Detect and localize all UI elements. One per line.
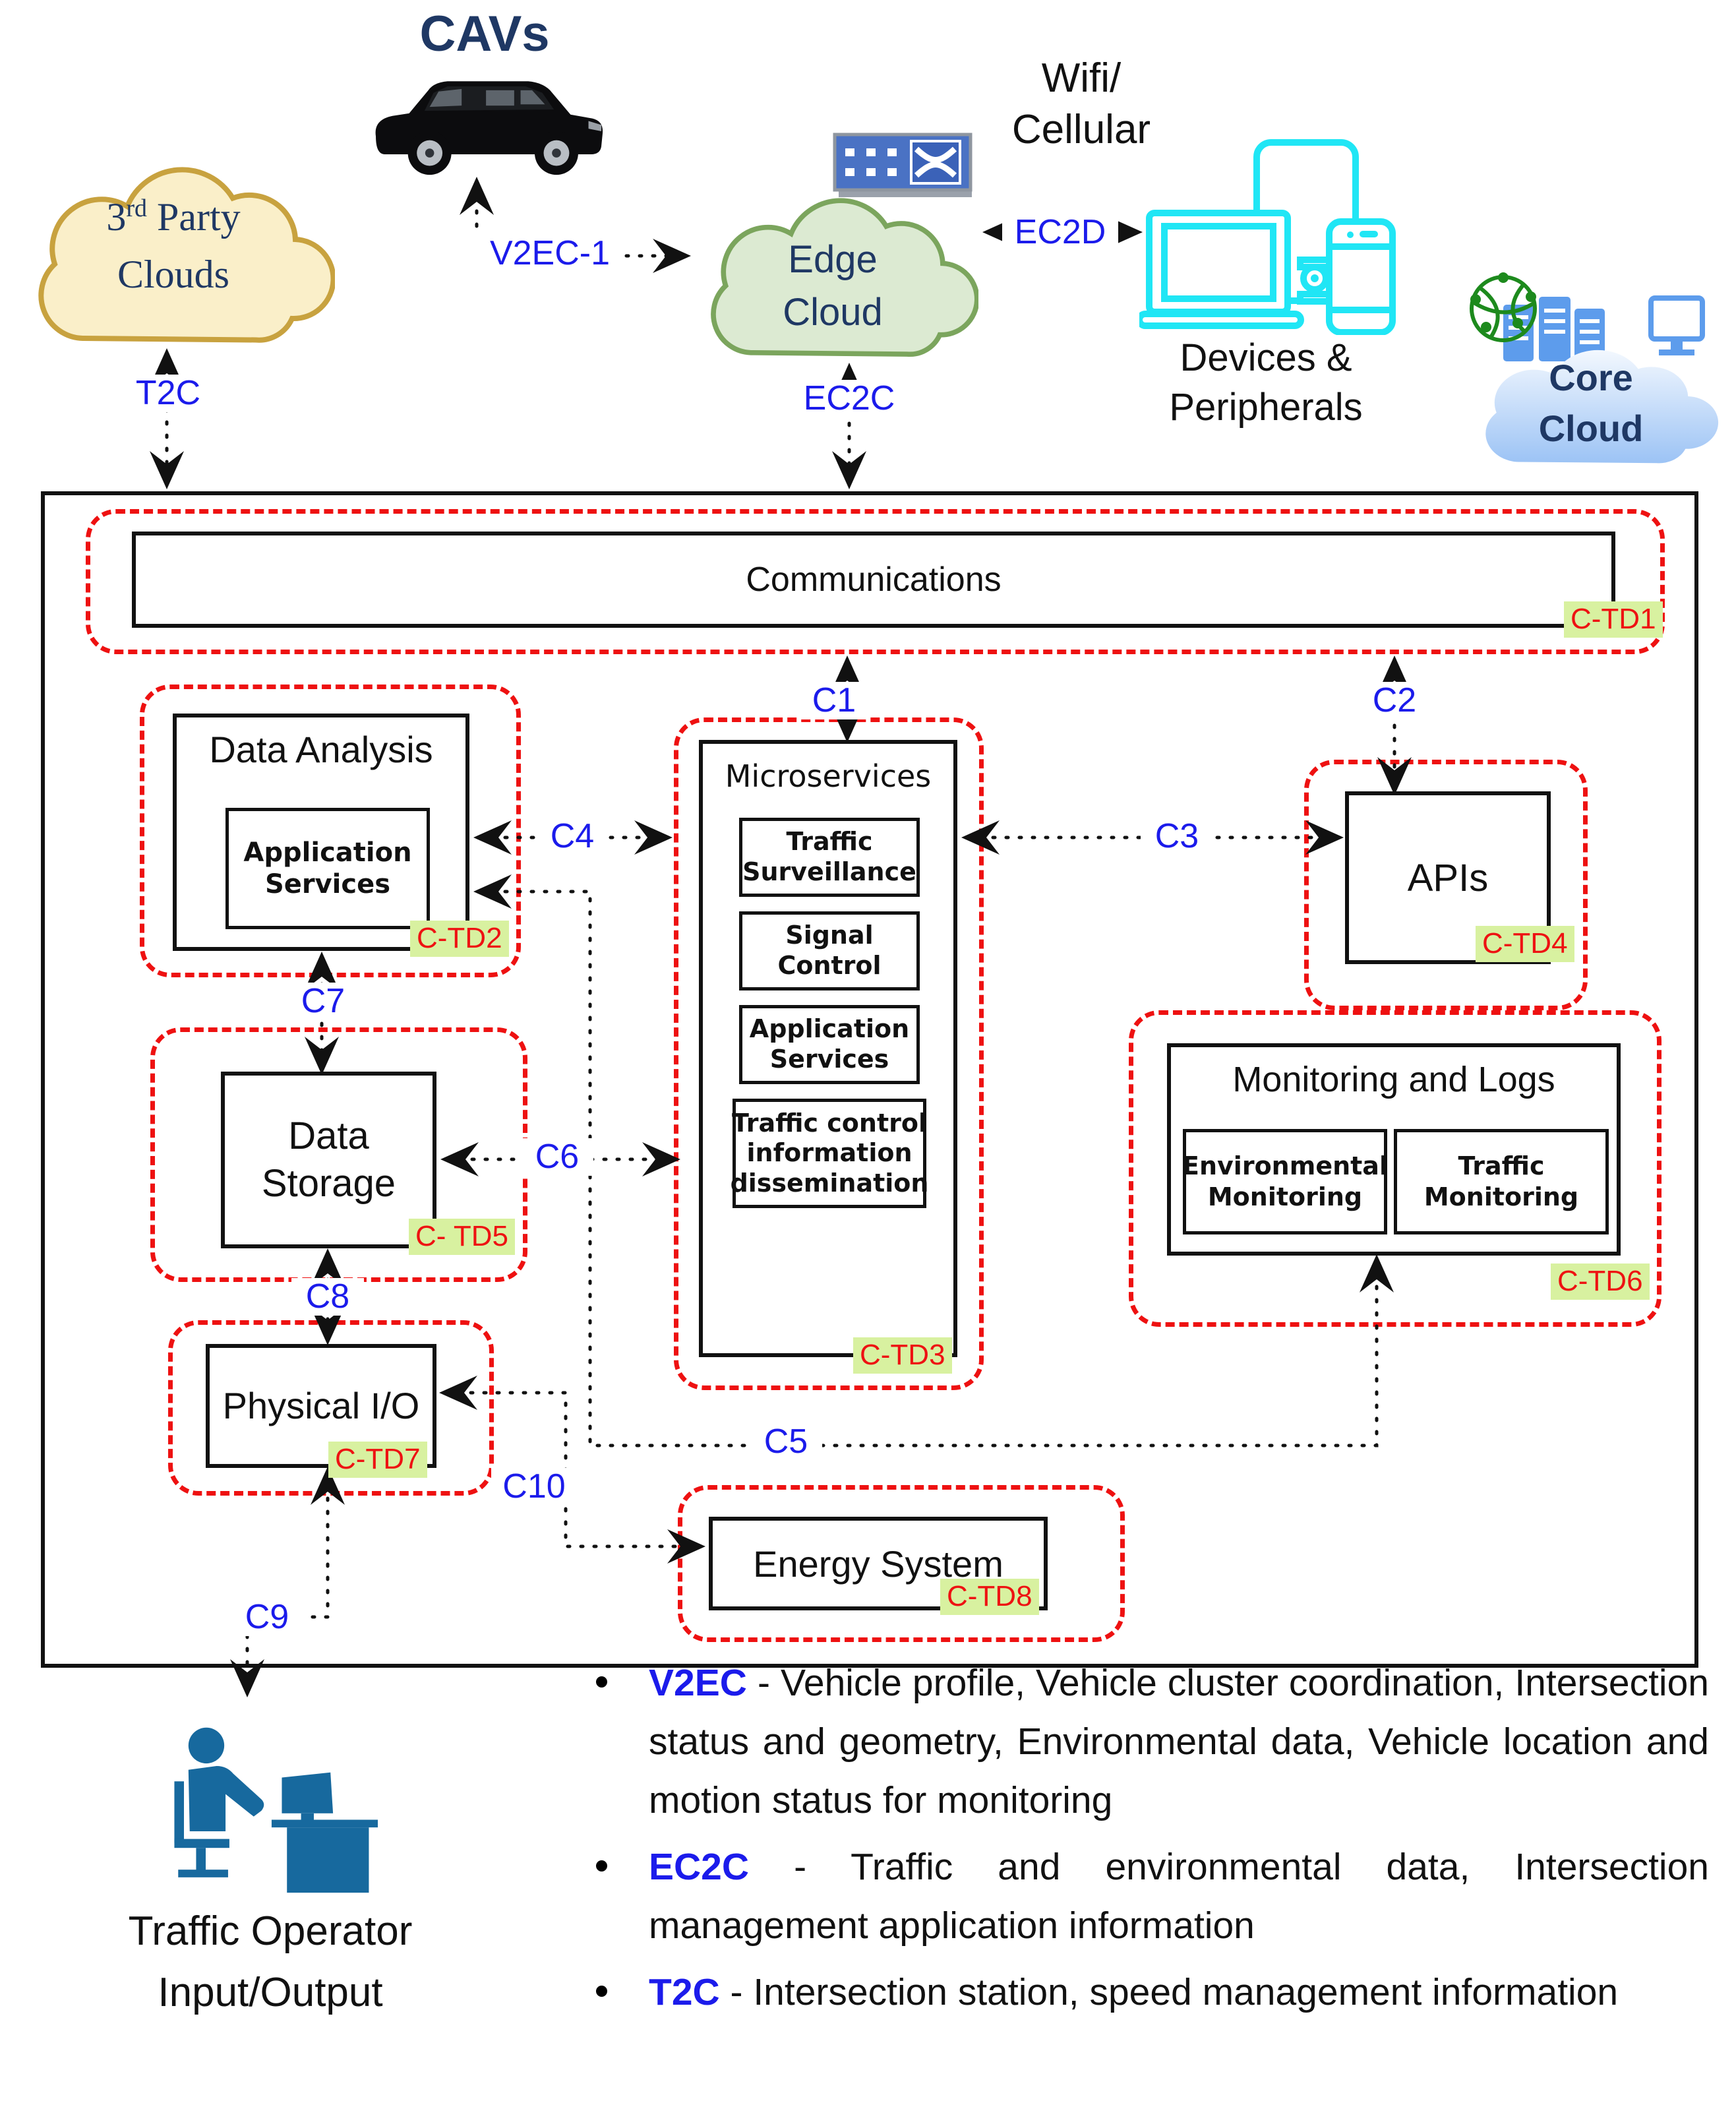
legend-item-v2ec: V2EC - Vehicle profile, Vehicle cluster … [580, 1654, 1709, 1830]
legend: V2EC - Vehicle profile, Vehicle cluster … [580, 1654, 1709, 2029]
monitoring-title: Monitoring and Logs [1232, 1060, 1555, 1099]
ms-traffic-control-dissemination-box: Traffic control information disseminatio… [731, 1099, 928, 1208]
link-v2ec1: V2EC-1 [479, 234, 621, 273]
monitor-icon [1648, 295, 1705, 355]
third-party-num: 3 [106, 195, 127, 239]
wifi-cellular-label: Wifi/ Cellular [966, 53, 1197, 155]
label-c3: C3 [1141, 817, 1213, 856]
devices-label: Devices & Peripherals [1124, 333, 1408, 433]
communications-box: Communications [132, 532, 1615, 628]
physical-io-title: Physical I/O [222, 1385, 420, 1426]
label-c9: C9 [231, 1598, 303, 1637]
router-icon [833, 133, 973, 197]
bullet-dot [596, 1985, 607, 1997]
traffic-operator-label: Traffic Operator Input/Output [36, 1901, 504, 2023]
label-c1: C1 [798, 681, 870, 720]
communications-title: Communications [746, 561, 1002, 599]
phone-icon [1326, 218, 1396, 335]
tag-ctd7: C-TD7 [328, 1442, 427, 1478]
core-line1: Core [1549, 357, 1633, 398]
label-c8: C8 [291, 1277, 364, 1316]
environmental-monitoring-box: Environmental Monitoring [1182, 1129, 1388, 1234]
legend-text-t2c: - Intersection station, speed management… [730, 1970, 1619, 2013]
da-application-services-box: Application Services [225, 808, 430, 929]
laptop-base [1139, 311, 1304, 329]
traffic-operator-icon [174, 1727, 378, 1893]
tag-ctd6: C-TD6 [1551, 1264, 1650, 1300]
core-cloud-shape [1485, 350, 1719, 464]
wifi-line1: Wifi/ [1041, 55, 1122, 101]
edge-cloud-system-box [41, 491, 1698, 1668]
data-storage-title: Data Storage [261, 1114, 396, 1205]
ms-signal-control-box: Signal Control [739, 911, 920, 990]
third-party-line1: 3rd Party [12, 194, 335, 240]
legend-key-v2ec: V2EC [649, 1662, 747, 1704]
legend-text-ec2c: - Traffic and environmental data, Inters… [649, 1845, 1709, 1947]
drive-bar-bottom [1297, 291, 1332, 305]
label-c7: C7 [287, 982, 359, 1021]
devices-icon [1139, 139, 1396, 335]
edge-cloud-line1: Edge [788, 238, 878, 281]
traffic-monitoring-box: Traffic Monitoring [1394, 1129, 1609, 1234]
label-c5: C5 [750, 1422, 822, 1461]
communications-container [86, 509, 1665, 654]
operator-line1: Traffic Operator [128, 1908, 413, 1954]
tag-ctd2: C-TD2 [410, 921, 509, 957]
ms-traffic-surveillance-box: Traffic Surveillance [739, 818, 920, 897]
bullet-dot [596, 1860, 607, 1872]
cav-car-icon [375, 81, 603, 175]
energy-title: Energy System [753, 1542, 1003, 1585]
link-t2c: T2C [129, 374, 208, 413]
legend-text-v2ec: - Vehicle profile, Vehicle cluster coord… [649, 1662, 1709, 1821]
edge-cloud-line2: Cloud [783, 291, 883, 334]
legend-key-ec2c: EC2C [649, 1845, 750, 1888]
edge-cloud: Edge Cloud [687, 179, 980, 365]
laptop-inner [1161, 223, 1276, 302]
tag-ctd4: C-TD4 [1476, 926, 1574, 962]
label-c4: C4 [536, 817, 609, 856]
tag-ctd1: C-TD1 [1564, 601, 1663, 638]
operator-line2: Input/Output [158, 1970, 383, 2015]
third-party-sup: rd [126, 195, 147, 222]
apis-box: APIs [1345, 791, 1551, 964]
energy-container [678, 1485, 1125, 1642]
devices-line2: Peripherals [1169, 386, 1363, 429]
cavs-title: CAVs [419, 6, 550, 62]
apis-title: APIs [1407, 856, 1489, 899]
edge-cloud-shape [711, 198, 980, 357]
data-storage-box: Data Storage [221, 1072, 436, 1248]
apis-container [1304, 760, 1588, 1010]
third-party-rest: Party [147, 195, 241, 239]
wifi-line2: Cellular [1011, 106, 1151, 152]
legend-key-t2c: T2C [649, 1970, 720, 2013]
microservices-title: Microservices [725, 758, 932, 794]
core-line2: Cloud [1538, 408, 1644, 449]
link-ec2c: EC2C [795, 379, 903, 418]
label-c6: C6 [521, 1138, 593, 1176]
devices-line1: Devices & [1180, 336, 1352, 379]
third-party-cloud: 3rd Party Clouds [12, 146, 336, 352]
tag-ctd3: C-TD3 [853, 1337, 952, 1374]
legend-item-t2c: T2C - Intersection station, speed manage… [580, 1963, 1709, 2022]
third-party-line2: Clouds [117, 253, 230, 296]
third-party-cloud-shape [38, 167, 336, 343]
data-analysis-title: Data Analysis [209, 729, 433, 770]
legend-item-ec2c: EC2C - Traffic and environmental data, I… [580, 1838, 1709, 1955]
tag-ctd5: C- TD5 [409, 1219, 515, 1255]
bullet-dot [596, 1676, 607, 1688]
label-c2: C2 [1358, 681, 1431, 720]
core-cloud-graphics [1470, 272, 1719, 464]
tag-ctd8: C-TD8 [940, 1579, 1039, 1615]
core-cloud: Core Cloud [1462, 272, 1720, 470]
label-c10: C10 [491, 1467, 577, 1506]
ms-application-services-box: Application Services [739, 1005, 920, 1084]
link-ec2d: EC2D [1002, 213, 1118, 252]
